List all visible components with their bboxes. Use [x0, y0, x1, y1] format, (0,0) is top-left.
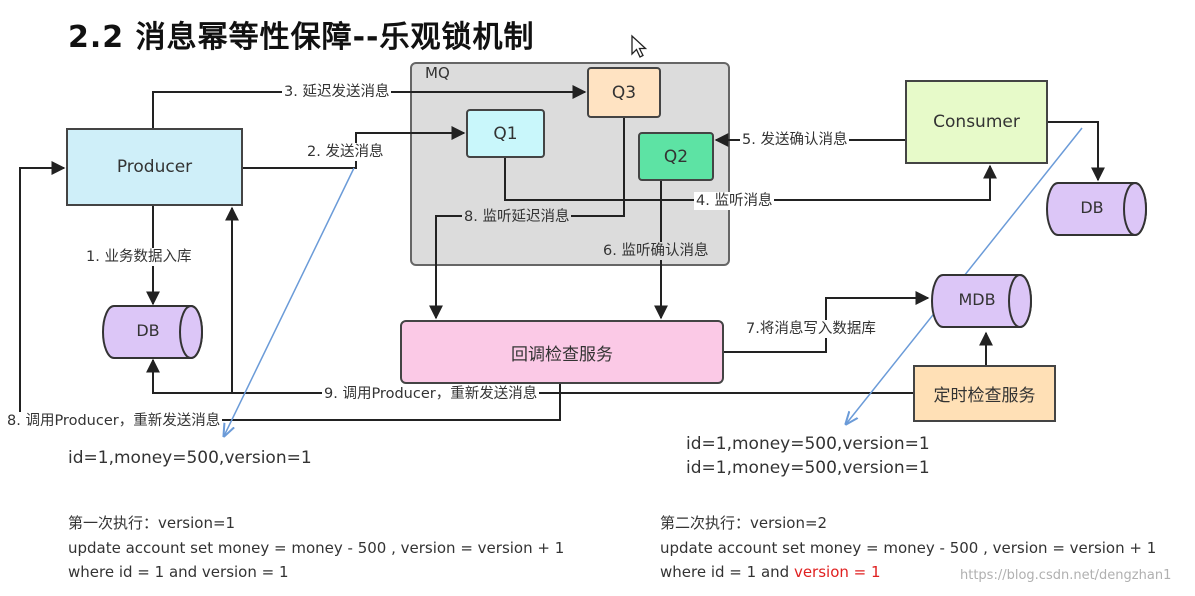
first-exec-sql2: where id = 1 and version = 1 — [68, 563, 289, 581]
record-right-2: id=1,money=500,version=1 — [686, 458, 930, 478]
arrow-recall — [146, 358, 913, 394]
first-exec-title: 第一次执行： — [68, 514, 159, 532]
q2-box: Q2 — [638, 132, 714, 181]
q1-box: Q1 — [466, 109, 545, 158]
label-listen: 4. 监听消息 — [694, 192, 775, 210]
label-listen-delay: 8. 监听延迟消息 — [462, 208, 572, 226]
mouse-cursor-icon — [631, 34, 648, 58]
second-exec-sql2-prefix: where id = 1 and — [660, 563, 794, 581]
q3-box: Q3 — [587, 67, 661, 118]
callback-service-label: 回调检查服务 — [511, 344, 613, 365]
callback-service-box: 回调检查服务 — [400, 320, 724, 384]
q3-label: Q3 — [611, 82, 637, 103]
label-write-db: 7.将消息写入数据库 — [744, 320, 878, 338]
label-listen-confirm: 6. 监听确认消息 — [601, 242, 711, 260]
mq-label: MQ — [425, 64, 450, 82]
q1-label: Q1 — [493, 123, 518, 144]
watermark: https://blog.csdn.net/dengzhan1 — [960, 568, 1172, 583]
record-right-1: id=1,money=500,version=1 — [686, 434, 930, 454]
label-db-insert: 1. 业务数据入库 — [84, 248, 194, 266]
record-left: id=1,money=500,version=1 — [68, 448, 312, 468]
second-exec-sql2: where id = 1 and version = 1 — [660, 560, 881, 584]
timer-service-label: 定时检查服务 — [933, 386, 1036, 406]
label-call-producer: 8. 调用Producer，重新发送消息 — [5, 412, 223, 430]
arrow-delay-send — [152, 85, 587, 128]
timer-service-box: 定时检查服务 — [913, 365, 1056, 422]
second-exec-heading: 第二次执行：version=2 — [660, 511, 827, 535]
mdb-label: MDB — [958, 290, 996, 309]
second-exec-version: version=2 — [750, 514, 828, 532]
producer-box: Producer — [66, 128, 243, 206]
label-confirm: 5. 发送确认消息 — [740, 131, 850, 149]
producer-label: Producer — [116, 157, 193, 177]
label-delay-send: 3. 延迟发送消息 — [282, 83, 392, 101]
db-left-label: DB — [136, 321, 160, 340]
second-exec-sql1: update account set money = money - 500 ,… — [660, 539, 1157, 557]
page-title: 2.2 消息幂等性保障--乐观锁机制 — [68, 20, 535, 55]
second-exec-title: 第二次执行： — [660, 514, 751, 532]
consumer-box: Consumer — [905, 80, 1048, 164]
arrow-consumer-db — [1048, 121, 1105, 182]
label-recall: 9. 调用Producer，重新发送消息 — [322, 385, 540, 403]
q2-label: Q2 — [663, 146, 689, 167]
first-exec-heading: 第一次执行：version=1 — [68, 511, 235, 535]
consumer-label: Consumer — [933, 112, 1020, 132]
db-right-label: DB — [1080, 198, 1104, 217]
first-exec-version: version=1 — [158, 514, 236, 532]
first-exec-sql1: update account set money = money - 500 ,… — [68, 539, 565, 557]
annotation-line-left — [224, 167, 355, 436]
second-exec-sql2-highlight: version = 1 — [793, 563, 881, 581]
label-send: 2. 发送消息 — [305, 143, 386, 161]
